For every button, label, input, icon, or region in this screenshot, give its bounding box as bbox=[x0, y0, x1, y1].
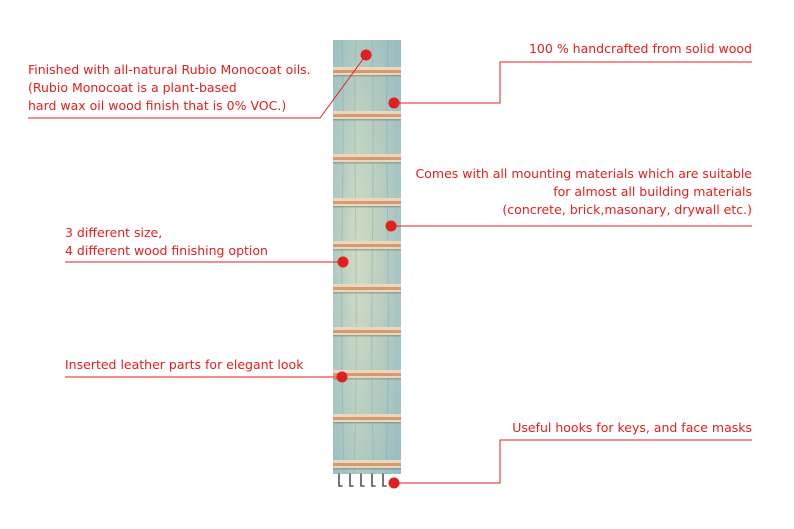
dot-sizes bbox=[337, 256, 349, 268]
callout-mounting-line-3: (concrete, brick,masonary, drywall etc.) bbox=[502, 202, 752, 217]
leader-line-finish bbox=[28, 54, 367, 119]
leader-line-hooks bbox=[394, 439, 752, 484]
dot-mounting bbox=[385, 220, 397, 232]
callout-handcrafted-line-1: 100 % handcrafted from solid wood bbox=[528, 41, 752, 56]
callout-leather-line-1: Inserted leather parts for elegant look bbox=[65, 357, 304, 372]
dot-hooks bbox=[388, 477, 400, 489]
callout-finish: Finished with all-natural Rubio Monocoat… bbox=[28, 61, 311, 115]
dot-handcrafted bbox=[388, 97, 400, 109]
callout-finish-line-3: hard wax oil wood finish that is 0% VOC.… bbox=[28, 98, 287, 113]
callout-mounting-line-1: Comes with all mounting materials which … bbox=[415, 166, 752, 181]
callout-sizes-line-1: 3 different size, bbox=[65, 225, 163, 240]
leader-line-handcrafted bbox=[394, 61, 752, 104]
callout-finish-line-2: (Rubio Monocoat is a plant-based bbox=[28, 80, 237, 95]
dot-finish bbox=[360, 49, 372, 61]
callout-mounting: Comes with all mounting materials which … bbox=[416, 165, 752, 219]
callout-finish-line-1: Finished with all-natural Rubio Monocoat… bbox=[28, 62, 311, 77]
callout-mounting-line-2: for almost all building materials bbox=[553, 184, 752, 199]
callout-leather: Inserted leather parts for elegant look bbox=[65, 356, 303, 374]
callout-dots bbox=[336, 49, 400, 489]
shelf-ledges bbox=[333, 67, 401, 470]
key-hooks bbox=[338, 473, 387, 487]
dot-leather bbox=[336, 371, 348, 383]
callout-sizes-line-2: 4 different wood finishing option bbox=[65, 243, 268, 258]
callout-handcrafted: 100 % handcrafted from solid wood bbox=[529, 40, 752, 58]
callout-sizes: 3 different size, 4 different wood finis… bbox=[65, 224, 268, 260]
callout-hooks-line-1: Useful hooks for keys, and face masks bbox=[512, 420, 752, 435]
callout-hooks: Useful hooks for keys, and face masks bbox=[512, 419, 752, 437]
callout-leader-lines bbox=[28, 54, 752, 484]
